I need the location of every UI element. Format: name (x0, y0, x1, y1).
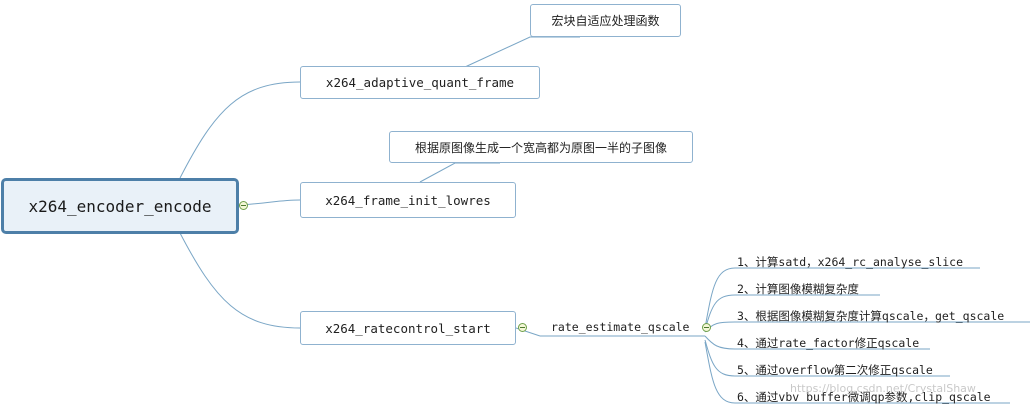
subnode-rate-estimate-qscale[interactable]: rate_estimate_qscale (551, 320, 690, 334)
link-leaf-2 (704, 294, 880, 331)
link-leaf-4 (704, 335, 930, 350)
node-ratecontrol-start-label: x264_ratecontrol_start (325, 320, 491, 336)
callout-adaptive-quant-frame: 宏块自适应处理函数 (530, 4, 681, 37)
link-root-lowres (239, 199, 301, 206)
callout-pointer-2 (419, 162, 500, 183)
subnode-collapse-toggle[interactable] (702, 323, 711, 332)
root-collapse-toggle[interactable] (239, 201, 248, 210)
root-node[interactable]: x264_encoder_encode (1, 178, 239, 234)
callout-frame-init-lowres-text: 根据原图像生成一个宽高都为原图一半的子图像 (414, 140, 667, 155)
leaf-item[interactable]: 5、通过overflow第二次修正qscale (737, 363, 933, 377)
watermark-text: https://blog.csdn.net/CrystalShaw (790, 382, 976, 395)
leaf-item[interactable]: 4、通过rate_factor修正qscale (737, 336, 920, 350)
leaf-item[interactable]: 6、通过vbv buffer微调qp参数,clip_qscale (737, 390, 991, 404)
node-frame-init-lowres-label: x264_frame_init_lowres (325, 192, 491, 208)
ratecontrol-collapse-toggle[interactable] (518, 323, 527, 332)
node-ratecontrol-start[interactable]: x264_ratecontrol_start (300, 311, 516, 345)
callout-frame-init-lowres: 根据原图像生成一个宽高都为原图一半的子图像 (389, 131, 693, 163)
node-frame-init-lowres[interactable]: x264_frame_init_lowres (300, 182, 516, 218)
callout-pointer-1 (464, 36, 580, 68)
leaf-item[interactable]: 3、根据图像模糊复杂度计算qscale，get_qscale (737, 309, 1005, 323)
link-leaf-1 (704, 267, 980, 329)
link-root-ratecontrol (179, 232, 301, 329)
link-leaf-6 (704, 341, 1010, 404)
root-node-label: x264_encoder_encode (28, 196, 212, 216)
leaf-item[interactable]: 1、计算satd，x264_rc_analyse_slice (737, 255, 964, 269)
callout-adaptive-quant-frame-text: 宏块自适应处理函数 (551, 14, 660, 28)
node-adaptive-quant-frame-label: x264_adaptive_quant_frame (325, 75, 515, 90)
link-root-adaptive (179, 81, 301, 179)
link-leaf-5 (704, 339, 950, 377)
node-adaptive-quant-frame[interactable]: x264_adaptive_quant_frame (300, 66, 540, 99)
leaf-item[interactable]: 2、计算图像模糊复杂度 (737, 282, 859, 296)
